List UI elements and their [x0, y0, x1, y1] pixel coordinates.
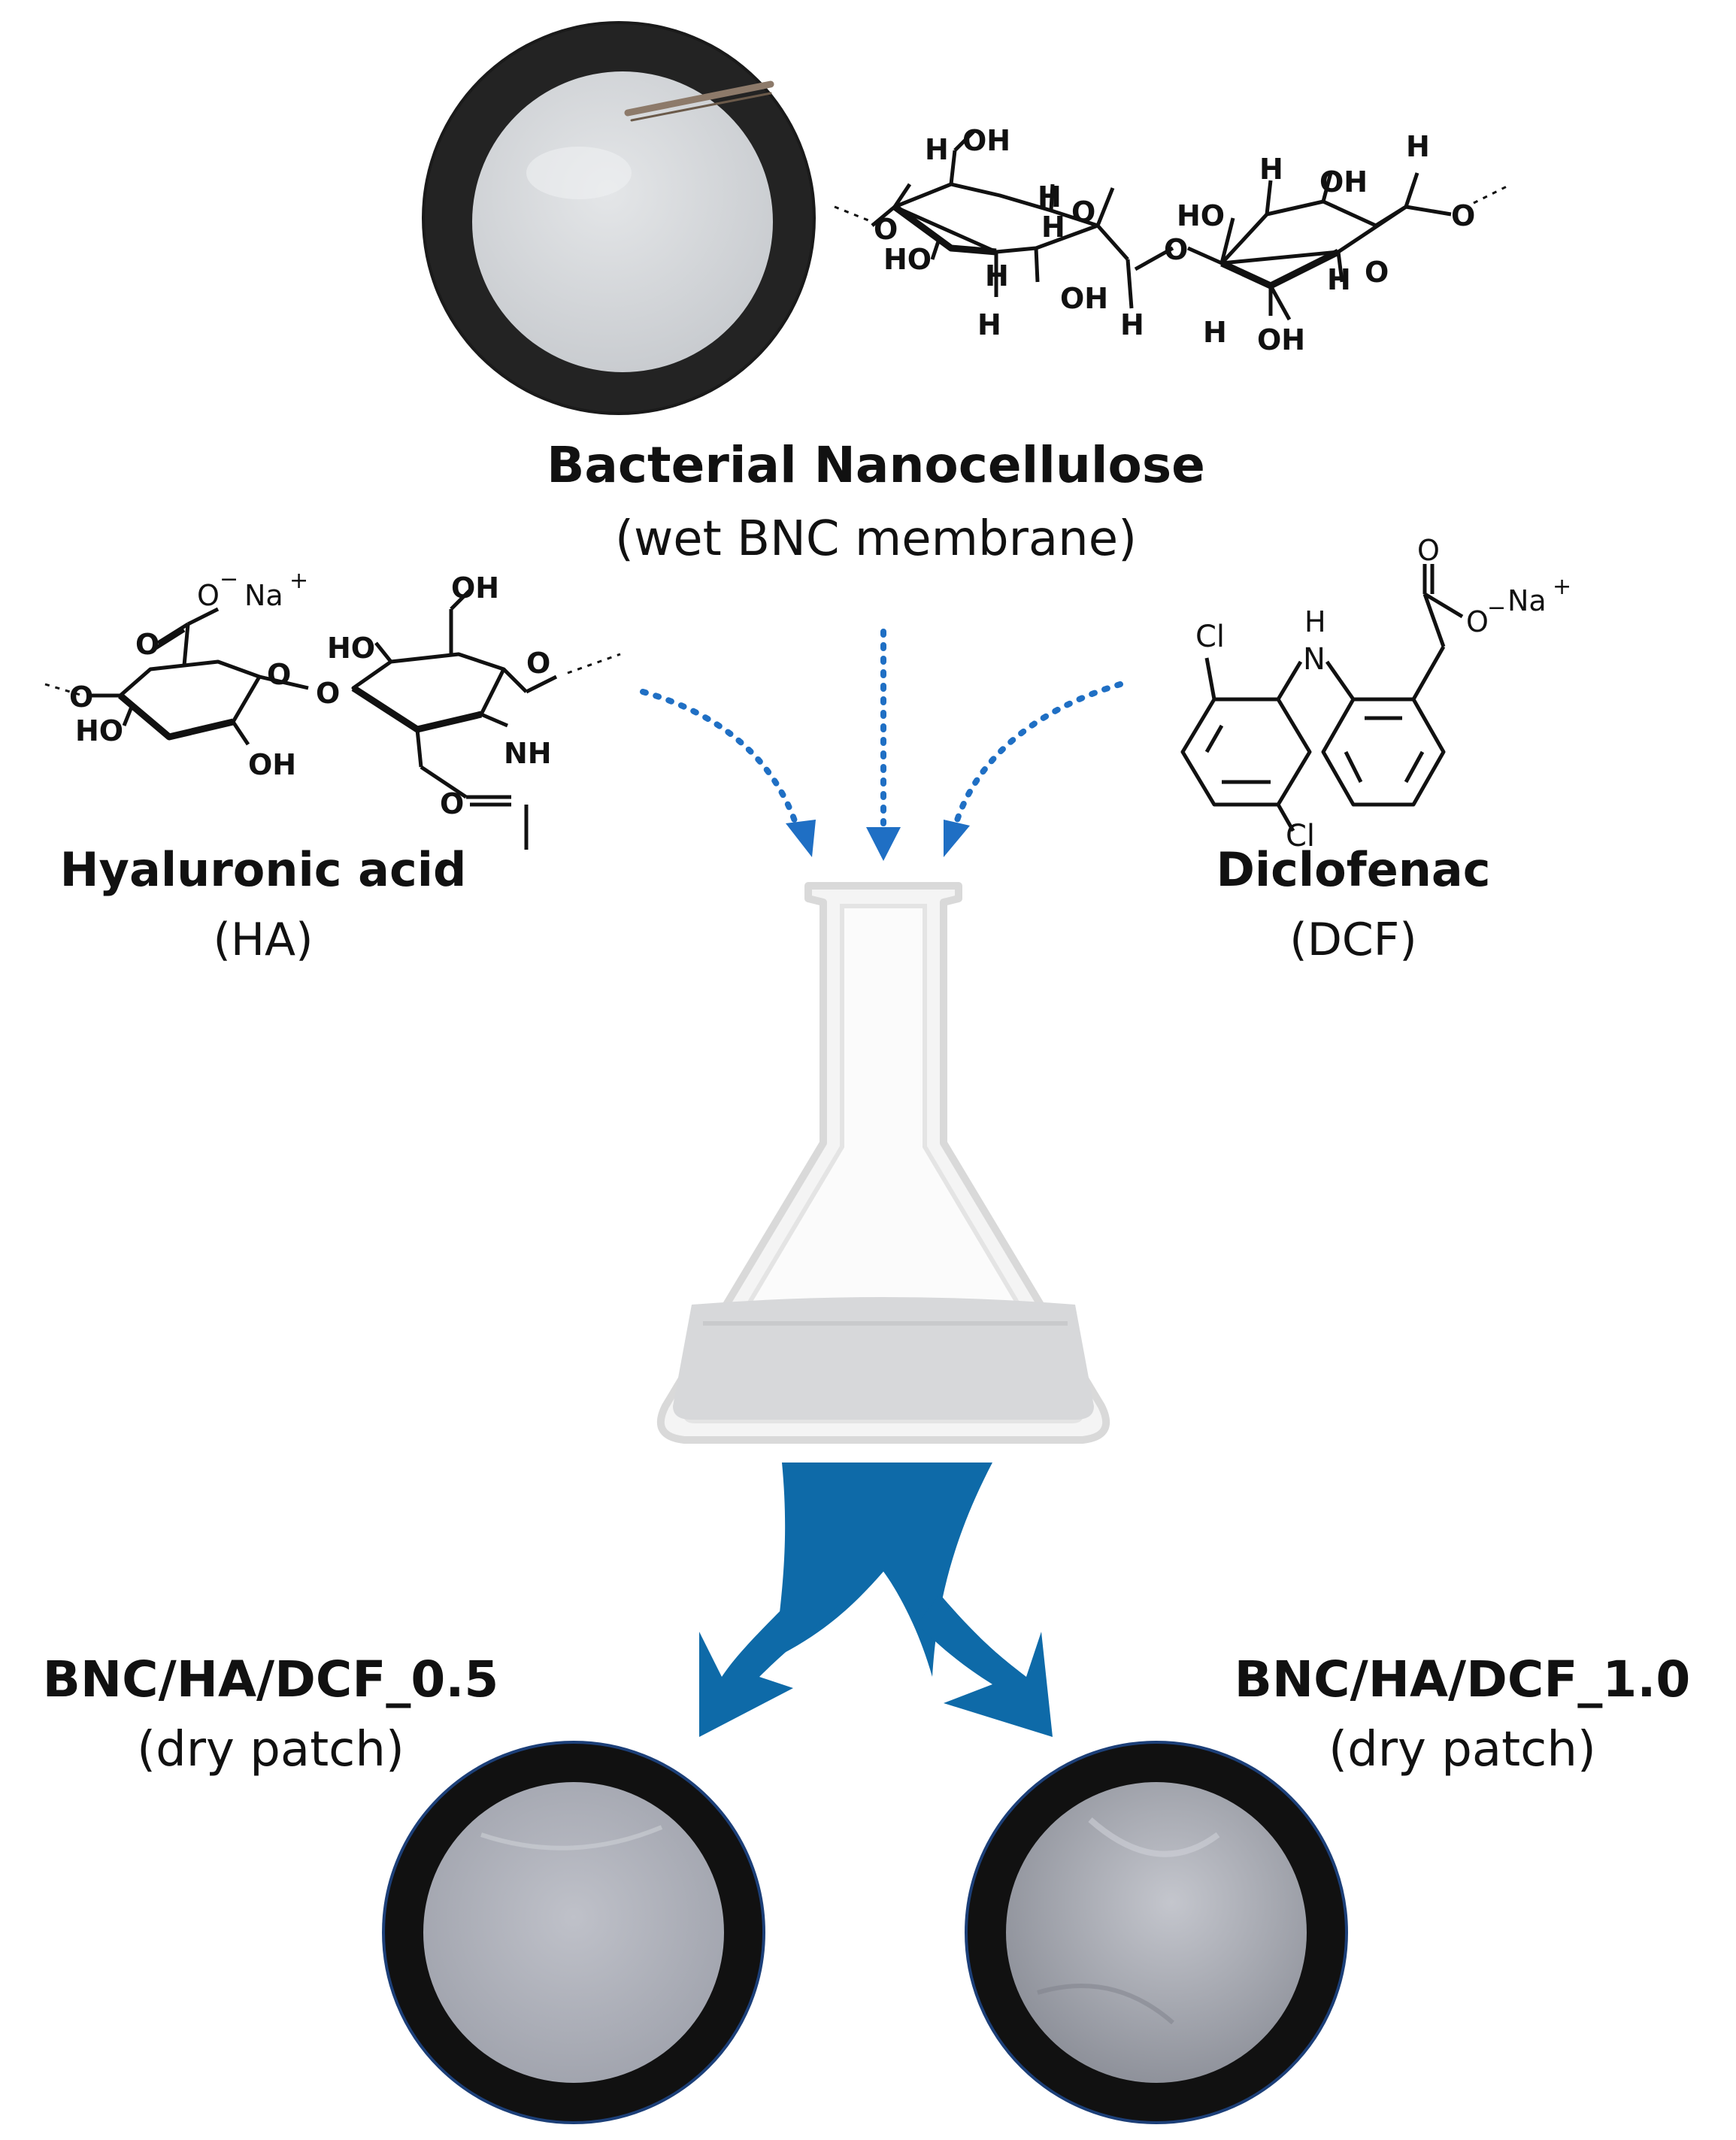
- wet-bnc-membrane-photo: [422, 21, 816, 415]
- atom-label: H: [1304, 605, 1326, 638]
- atom-label: O: [1164, 233, 1188, 266]
- atom-label: OH: [962, 124, 1010, 157]
- atom-label: OH: [1319, 165, 1368, 199]
- atom-label: H: [1327, 263, 1351, 296]
- atom-label: H: [985, 259, 1009, 293]
- product-1-title: BNC/HA/DCF_0.5: [42, 1650, 499, 1708]
- atom-label: +: [1553, 574, 1571, 600]
- atom-label: −: [220, 566, 238, 593]
- atom-label: O: [440, 787, 464, 820]
- ha-subtitle: (HA): [213, 914, 314, 966]
- product-1-subtitle: (dry patch): [137, 1722, 404, 1778]
- diclofenac-structure: [1180, 564, 1464, 832]
- bnc-subtitle: (wet BNC membrane): [614, 511, 1138, 567]
- atom-label: Cl: [1195, 620, 1225, 654]
- arrowhead-dcf: [944, 820, 970, 857]
- atom-label: H: [1259, 153, 1283, 186]
- atom-label: O: [1451, 199, 1475, 232]
- atom-label: N: [1303, 642, 1325, 677]
- atom-label: O: [267, 658, 291, 691]
- product-2-subtitle: (dry patch): [1329, 1722, 1596, 1778]
- atom-label: O: [1417, 534, 1440, 567]
- cellulose-atom-labels: OH H O HO H H H H O OH H O HO H OH H H O…: [874, 124, 1475, 356]
- atom-label: Cl: [1286, 819, 1315, 853]
- atom-label: H: [1406, 130, 1430, 163]
- atom-label: NH: [504, 737, 552, 770]
- atom-label: O: [135, 628, 159, 661]
- dry-patch-photo-0-5: [382, 1741, 765, 2124]
- hyaluronic-acid-atom-labels: O − Na + O O O HO OH O HO OH O NH O: [69, 566, 552, 820]
- atom-label: H: [1120, 308, 1144, 341]
- atom-label: HO: [327, 632, 375, 665]
- atom-label: O: [1466, 605, 1489, 638]
- atom-label: O: [69, 680, 93, 714]
- atom-label: H: [925, 133, 949, 166]
- atom-label: O: [526, 647, 550, 680]
- atom-label: H: [977, 308, 1001, 341]
- atom-label: H: [1041, 211, 1065, 244]
- dotted-arrows: [640, 629, 1123, 830]
- ha-title: Hyaluronic acid: [59, 842, 467, 897]
- atom-label: OH: [451, 571, 499, 605]
- atom-label: +: [289, 568, 308, 594]
- atom-label: OH: [248, 748, 296, 781]
- atom-label: OH: [1060, 282, 1108, 315]
- split-arrow: [699, 1463, 1053, 1737]
- atom-label: OH: [1257, 323, 1305, 356]
- atom-label: HO: [75, 714, 123, 747]
- product-2-title: BNC/HA/DCF_1.0: [1234, 1650, 1691, 1708]
- flask-liquid: [673, 1297, 1094, 1420]
- diclofenac-atom-labels: O O − Na + Cl Cl H N: [1195, 534, 1571, 853]
- atom-label: Na: [1507, 584, 1547, 617]
- arrowhead-ha: [786, 820, 816, 857]
- arrow-from-ha: [640, 689, 800, 830]
- atom-label: O: [1071, 196, 1095, 229]
- atom-label: HO: [1177, 199, 1225, 232]
- dcf-subtitle: (DCF): [1289, 914, 1417, 966]
- bnc-title: Bacterial Nanocellulose: [547, 436, 1205, 494]
- cellulose-structure: [834, 130, 1512, 321]
- dcf-title: Diclofenac: [1216, 842, 1491, 897]
- hyaluronic-acid-structure: [44, 589, 621, 850]
- atom-label: Na: [244, 579, 283, 612]
- atom-label: O: [197, 579, 220, 612]
- atom-label: HO: [883, 243, 932, 276]
- arrowheads: [786, 820, 970, 861]
- atom-label: O: [874, 213, 898, 246]
- atom-label: −: [1487, 595, 1506, 621]
- arrowhead-bnc: [866, 827, 901, 861]
- atom-label: H: [1038, 180, 1062, 214]
- atom-label: H: [1203, 316, 1227, 349]
- atom-label: O: [1365, 256, 1389, 289]
- arrow-from-dcf: [952, 681, 1123, 830]
- flask: [656, 882, 1110, 1444]
- dry-patch-photo-1-0: [965, 1741, 1348, 2124]
- atom-label: O: [316, 677, 340, 710]
